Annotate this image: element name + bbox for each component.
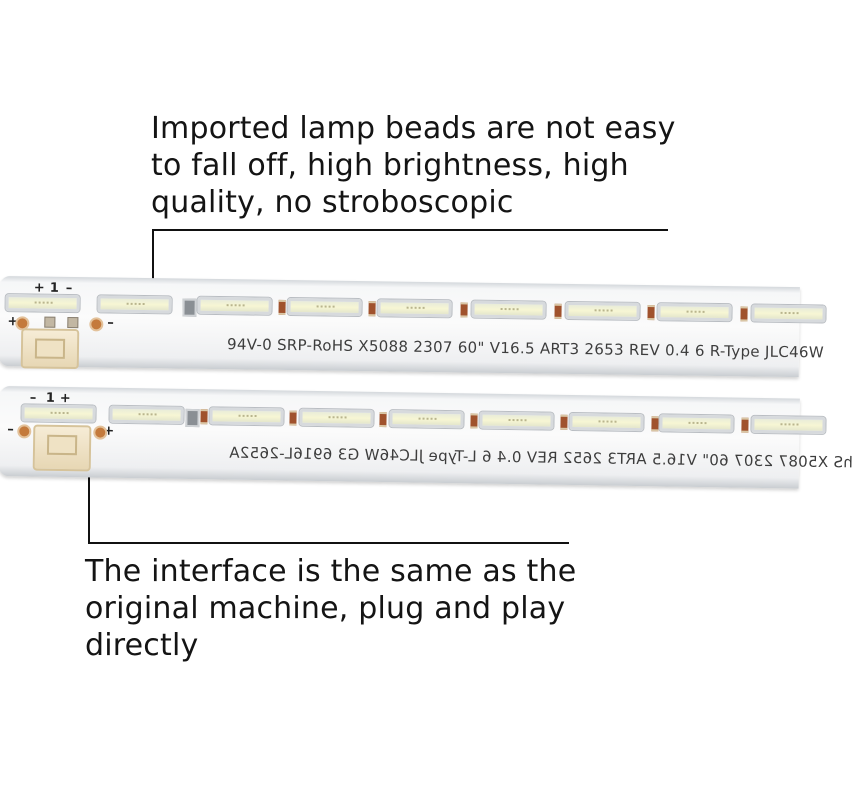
led-bead xyxy=(479,411,554,430)
smd-resistor xyxy=(560,414,568,430)
solder-pad xyxy=(91,319,102,330)
solder-pad xyxy=(19,426,30,437)
led-bead xyxy=(659,414,734,433)
polarity-mark: 1 xyxy=(45,390,55,406)
power-connector xyxy=(32,424,92,472)
polarity-mark: – xyxy=(107,315,114,331)
smd-resistor xyxy=(460,302,468,318)
led-bead xyxy=(751,415,826,434)
smd-resistor xyxy=(741,417,749,433)
caption-interface: The interface is the same as the origina… xyxy=(85,554,577,663)
led-bead xyxy=(565,301,640,320)
polarity-mark: – xyxy=(7,422,14,438)
led-strip-r-type: + 1 – + – 94V-0 SRP-RoHS X5088 2307 60" … xyxy=(0,276,826,378)
polarity-mark: 1 xyxy=(49,280,59,296)
smd-resistor xyxy=(470,413,478,429)
leader-line-bottom-horizontal xyxy=(88,542,569,544)
led-bead xyxy=(751,304,826,323)
polarity-mark: – xyxy=(65,280,73,297)
led-bead xyxy=(97,295,172,314)
led-bead xyxy=(287,298,362,317)
led-bead xyxy=(5,294,80,313)
smd-resistor xyxy=(554,303,562,319)
polarity-mark: + xyxy=(33,280,45,296)
smd-chip xyxy=(185,408,200,428)
solder-pad xyxy=(95,427,106,438)
smd-resistor xyxy=(379,411,387,428)
smd-resistor xyxy=(740,306,748,322)
solder-pad xyxy=(17,318,28,329)
smd-resistor xyxy=(200,409,208,425)
led-bead xyxy=(21,404,96,423)
smd-resistor xyxy=(278,299,286,315)
led-bead xyxy=(377,299,452,318)
leader-line-bottom-vertical xyxy=(88,455,90,544)
silkscreen-label: 94V-0 SRP-RoHS X5088 2307 60" V16.5 ART3… xyxy=(226,335,825,362)
polarity-mark: – xyxy=(29,390,37,406)
caption-lamp-beads: Imported lamp beads are not easy to fall… xyxy=(151,111,676,220)
polarity-mark: + xyxy=(59,390,71,407)
led-bead xyxy=(299,408,374,427)
smd-resistor xyxy=(289,410,297,426)
led-strip-l-type: – 1 + – + hS X5087 2307 60" V16.5 ART3 2… xyxy=(0,386,853,489)
led-bead xyxy=(389,410,464,429)
smd-chip xyxy=(182,298,197,317)
power-connector xyxy=(20,328,80,370)
led-bead xyxy=(657,303,732,322)
leader-line-top-vertical xyxy=(152,229,154,299)
led-bead xyxy=(109,405,184,424)
led-bead xyxy=(197,296,272,315)
smd-resistor xyxy=(368,301,376,317)
smd-resistor xyxy=(647,305,655,321)
smd-resistor xyxy=(651,416,659,432)
test-pad xyxy=(67,316,79,329)
led-bead xyxy=(569,412,644,432)
silkscreen-label-mirrored: hS X5087 2307 60" V16.5 ART3 2652 REV 0.… xyxy=(228,443,853,472)
led-bead xyxy=(471,300,546,319)
leader-line-top-horizontal xyxy=(152,229,668,231)
led-bead xyxy=(209,407,284,426)
test-pad xyxy=(44,316,56,328)
